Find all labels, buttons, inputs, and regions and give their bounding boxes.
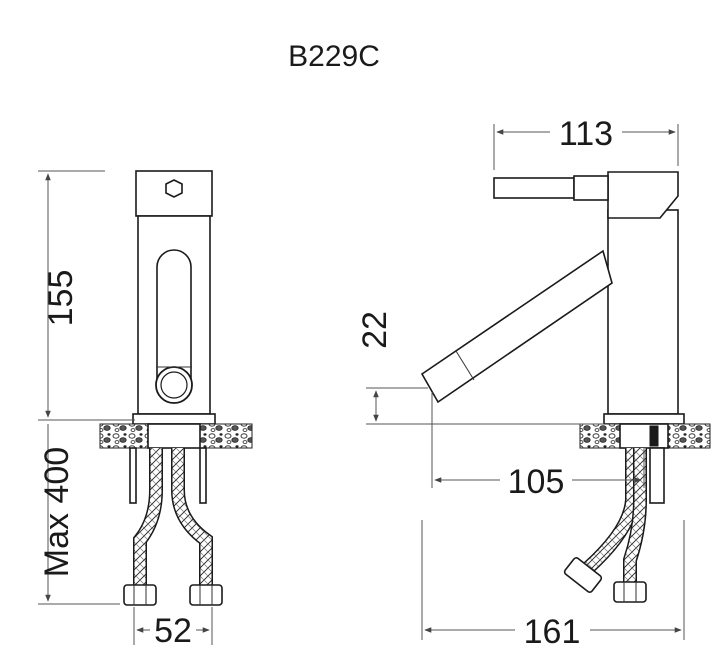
side-handle-head — [607, 171, 679, 219]
side-body — [607, 209, 679, 415]
dim-height-155: 155 — [42, 270, 80, 327]
dim-reach-105: 105 — [508, 463, 565, 501]
side-view — [420, 171, 711, 603]
side-base — [603, 413, 685, 425]
side-dimensions: 113 22 105 161 — [356, 115, 685, 651]
front-nut-left — [123, 584, 157, 606]
dim-handle-113: 113 — [559, 115, 613, 153]
front-base — [132, 413, 216, 425]
dim-hose-max-400: Max 400 — [38, 447, 76, 577]
dim-drop-22: 22 — [356, 311, 394, 349]
side-handle-lever — [493, 177, 575, 199]
side-nut-left — [563, 557, 603, 593]
side-spout — [420, 249, 613, 404]
model-title: B229C — [288, 40, 380, 73]
side-nut-right — [613, 581, 647, 603]
front-nut-right — [189, 584, 223, 606]
front-dimensions: 155 Max 400 52 — [38, 170, 213, 650]
front-view — [99, 170, 253, 606]
dim-spacing-52: 52 — [154, 612, 192, 650]
dim-depth-161: 161 — [524, 613, 581, 651]
front-handle-hex-icon — [165, 179, 183, 198]
